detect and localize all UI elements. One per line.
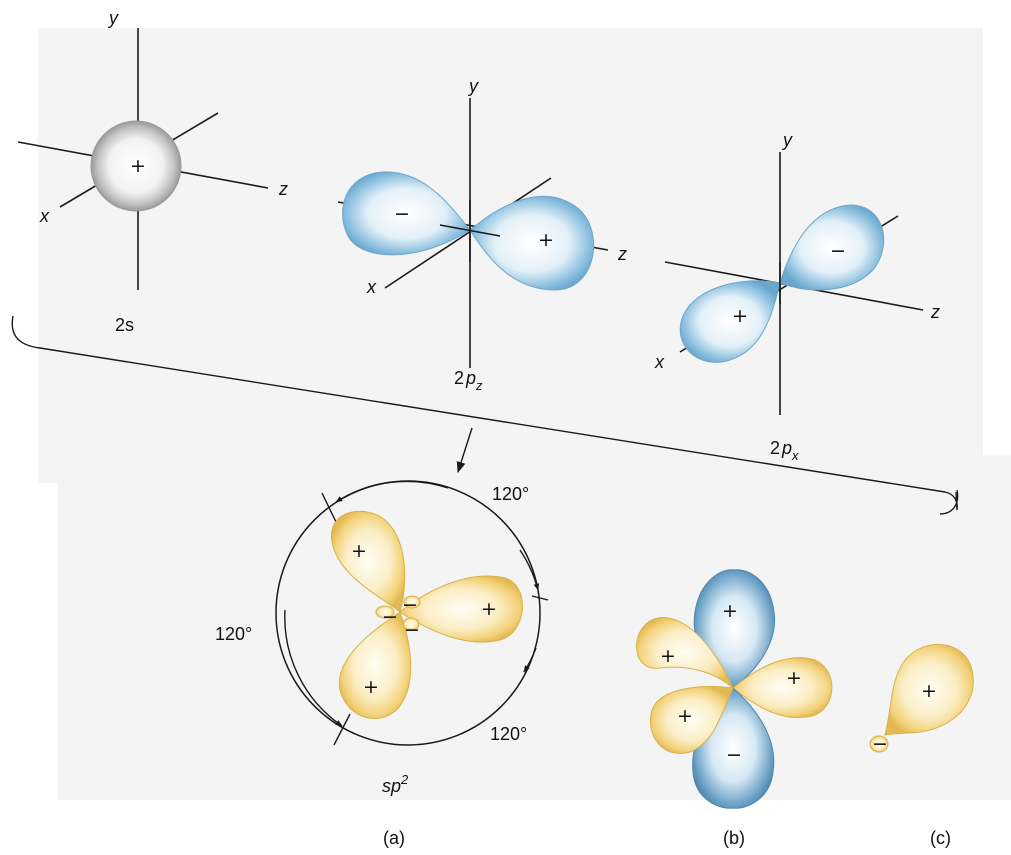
sp2-node-sign-1: − <box>402 594 418 616</box>
px-pos-sign: + <box>732 305 748 327</box>
px-neg-sign: − <box>830 240 846 262</box>
px-z-label: z <box>930 302 940 322</box>
sp2-lower-sign: + <box>363 676 379 698</box>
sp2-right-sign: + <box>481 598 497 620</box>
b-lobe-front <box>650 686 734 754</box>
panel-label-a: (a) <box>383 828 405 848</box>
c-pos-sign: + <box>921 680 937 702</box>
orbital-2s: + y z x 2s <box>17 8 288 335</box>
pz-pos-sign: + <box>538 229 554 251</box>
s-z-label: z <box>278 179 288 199</box>
sp2-plus-p: + + + + − <box>636 569 833 809</box>
pz-z-label: z <box>617 244 627 264</box>
panel-label-b: (b) <box>723 828 745 848</box>
b-lower-sign: − <box>726 744 742 766</box>
combining-brace <box>11 315 958 511</box>
sp2-lobe-right <box>399 575 523 643</box>
s-x-label: x <box>39 206 50 226</box>
s-sign: + <box>130 155 146 177</box>
s-y-label: y <box>107 8 119 28</box>
brace-end <box>939 489 959 515</box>
tick-upper <box>321 492 337 523</box>
sp2-small-lobe-2 <box>403 595 421 609</box>
bottom-background <box>58 455 1011 800</box>
b-front-sign: + <box>677 705 693 727</box>
sp2-upper-sign: + <box>351 540 367 562</box>
angle-arrow-2 <box>519 549 540 591</box>
tick-right <box>531 595 549 601</box>
angle-label-bottom: 120° <box>490 724 527 744</box>
s-orbital-sphere <box>90 120 182 212</box>
angle-arrow-1 <box>335 480 449 503</box>
px-x-label: x <box>654 352 665 372</box>
angle-label-top: 120° <box>492 484 529 504</box>
pz-y-label: y <box>467 76 479 96</box>
angle-label-left: 120° <box>215 624 252 644</box>
sp2-small-lobe-1 <box>375 605 395 619</box>
px-positive-lobe <box>679 280 781 363</box>
angle-arrow-3 <box>523 647 537 673</box>
sp2-label: sp2 <box>382 772 409 796</box>
sp2-node-sign-2: − <box>382 606 398 628</box>
pz-negative-lobe <box>342 171 471 256</box>
sp2-hybrid: + + + − − − 120° 120° 120° sp2 <box>215 480 549 796</box>
angle-arrow-4 <box>284 609 343 727</box>
z-axis-over <box>439 224 501 237</box>
sp2-node-sign-3: − <box>404 619 420 641</box>
combine-arrow <box>456 427 473 474</box>
pz-x-label: x <box>366 277 377 297</box>
b-lobe-left <box>636 617 734 689</box>
panel-label-c: (c) <box>930 828 951 848</box>
b-lobe-right <box>732 657 833 719</box>
b-upper-sign: + <box>722 600 738 622</box>
sp2-lobe-upper <box>330 510 406 613</box>
tick-lower <box>333 713 351 746</box>
c-large-lobe <box>884 643 974 736</box>
pz-positive-lobe <box>469 195 595 291</box>
sp2-lobe-lower <box>338 611 412 720</box>
px-negative-lobe <box>779 204 885 291</box>
b-right-sign: + <box>786 667 802 689</box>
c-neg-sign: − <box>872 733 888 755</box>
pz-neg-sign: − <box>394 203 410 225</box>
sp2-small-lobe-3 <box>402 617 420 631</box>
c-small-lobe <box>869 735 889 753</box>
s-orbital-label: 2s <box>115 315 134 335</box>
b-left-sign: + <box>660 645 676 667</box>
px-y-label: y <box>781 130 793 150</box>
x-axis <box>384 177 552 289</box>
single-hybrid: + − <box>869 643 974 755</box>
